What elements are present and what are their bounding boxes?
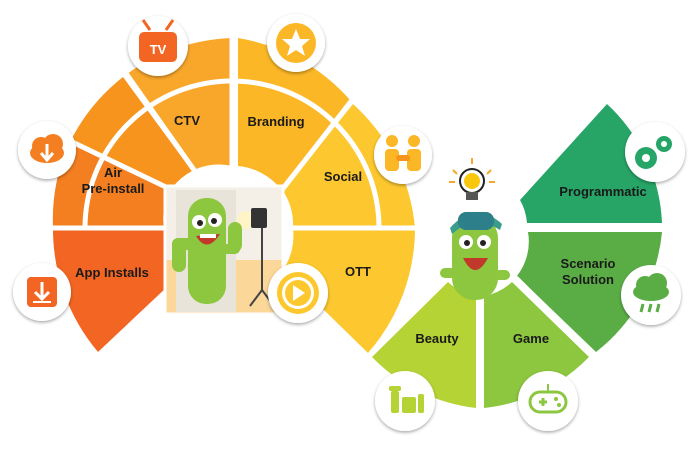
rain-cloud-icon [621, 265, 681, 325]
download-box-icon [13, 263, 71, 321]
label-app-installs: App Installs [75, 265, 149, 280]
studio-photo [163, 184, 285, 316]
segment-ott [283, 104, 415, 228]
handshake-icon [374, 126, 432, 184]
tv-icon: TV [128, 16, 188, 76]
gamepad-icon [518, 371, 578, 431]
label-scenario-solution-line1: Scenario [561, 256, 616, 271]
segment-ott-lower [283, 228, 415, 353]
label-game: Game [513, 331, 549, 346]
segment-social [238, 38, 350, 188]
cloud-download-icon [18, 121, 76, 179]
label-programmatic: Programmatic [559, 184, 646, 199]
label-air-pre-install-line1: Air [104, 165, 122, 180]
segment-programmatic [520, 104, 662, 223]
studio-lamp-icon [237, 208, 275, 307]
label-ott: OTT [345, 264, 371, 279]
gears-icon [625, 122, 685, 182]
segment-labels: App Installs Air Pre-install CTV Brandin… [75, 113, 647, 346]
separator [64, 136, 172, 192]
segment-air-pre-install [52, 143, 170, 228]
segment-scenario-solution [517, 232, 662, 352]
label-ctv: CTV [174, 113, 200, 128]
label-air-pre-install-line2: Pre-install [82, 181, 145, 196]
play-icon [268, 263, 328, 323]
svg-text:TV: TV [150, 42, 167, 57]
label-social: Social [324, 169, 362, 184]
star-icon [267, 14, 325, 72]
segment-app-installs [52, 228, 185, 352]
right-wheel [372, 104, 668, 412]
pickle-mascot [440, 212, 510, 300]
lightbulb-icon [449, 158, 495, 200]
separator [280, 98, 354, 192]
left-wheel [46, 30, 420, 353]
label-branding: Branding [247, 114, 304, 129]
separator [122, 70, 197, 172]
separator [514, 276, 596, 358]
label-beauty: Beauty [415, 331, 459, 346]
label-scenario-solution-line2: Solution [562, 272, 614, 287]
segment-ctv [71, 77, 192, 188]
cactus-mascot [172, 198, 242, 304]
cosmetics-icon [375, 371, 435, 431]
